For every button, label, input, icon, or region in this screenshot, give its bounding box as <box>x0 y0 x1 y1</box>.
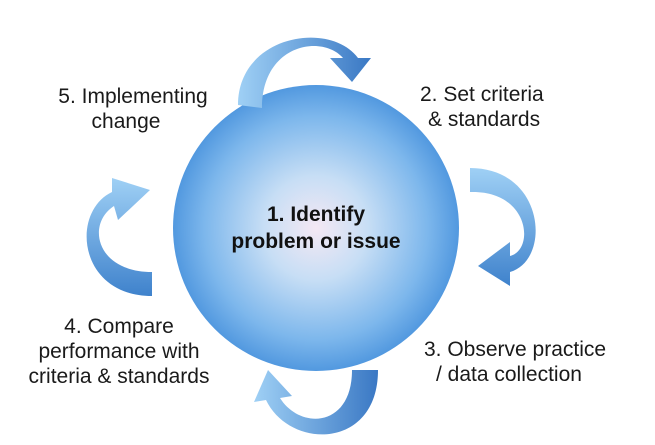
step-5-line2: change <box>91 110 161 133</box>
center-label-line2: problem or issue <box>231 230 401 253</box>
center-label-line1: 1. Identify <box>266 203 366 226</box>
step-3-label: 3. Observe practice / data collection <box>424 337 606 387</box>
central-circle <box>173 85 459 371</box>
arrow-bottom <box>254 370 378 435</box>
arrow-right <box>470 168 536 286</box>
step-2-line2: & standards <box>428 108 541 131</box>
step-3-line1: 3. Observe practice <box>424 338 607 361</box>
step-5-label: 5. Implementing change <box>38 84 228 134</box>
step-4-line2: performance with <box>38 340 200 363</box>
step-3-line2: / data collection <box>436 363 582 386</box>
step-4-line3: criteria & standards <box>28 365 210 388</box>
step-4-label: 4. Compare performance with criteria & s… <box>8 314 230 389</box>
step-4-line1: 4. Compare <box>64 315 174 338</box>
step-2-label: 2. Set criteria & standards <box>420 82 544 132</box>
arrow-left <box>86 178 152 296</box>
step-2-line1: 2. Set criteria <box>420 83 544 106</box>
center-label: 1. Identify problem or issue <box>196 201 436 255</box>
arrow-top <box>238 37 371 108</box>
step-5-line1: 5. Implementing <box>58 85 208 108</box>
